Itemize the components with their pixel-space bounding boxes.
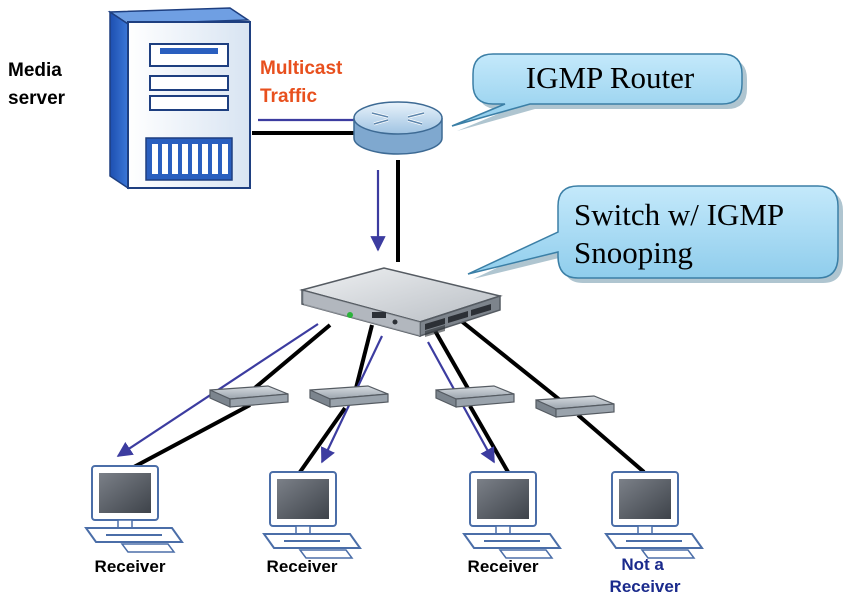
media-server-label: Media server xyxy=(8,60,67,109)
switch-hub1-link xyxy=(248,323,332,394)
switch-hub2-link xyxy=(353,324,374,393)
hub2-pc2-link xyxy=(298,406,347,474)
hub-icon xyxy=(435,385,515,408)
not-receiver-label: Not a Receiver xyxy=(610,555,681,596)
hub4-pc4-link xyxy=(576,413,646,474)
multicast-traffic-label: Multicast Traffic xyxy=(260,58,348,107)
multicast-traffic-line-2: Traffic xyxy=(260,86,317,107)
igmp-router-label: IGMP Router xyxy=(526,60,695,95)
switch-snooping-label: Switch w/ IGMP Snooping xyxy=(574,197,791,270)
media-server-line-1: Media xyxy=(8,60,62,81)
receiver-label-2: Receiver xyxy=(267,557,338,576)
switch-snooping-line-1: Switch w/ IGMP xyxy=(574,197,783,232)
not-receiver-line-1: Not a xyxy=(621,555,664,574)
switch-hub4-link xyxy=(458,318,562,402)
connection-lines xyxy=(131,131,646,474)
receiver-label-3: Receiver xyxy=(468,557,539,576)
desktop-computer-icon xyxy=(262,471,362,559)
desktop-computer-icon xyxy=(84,465,184,553)
media-server-line-2: server xyxy=(8,88,66,109)
hub-icon xyxy=(309,385,389,408)
igmp-router-callout: IGMP Router xyxy=(451,53,747,131)
tower-server-icon xyxy=(107,7,251,190)
hub1-pc1-link xyxy=(131,403,251,470)
desktop-computer-icon xyxy=(604,471,704,559)
not-receiver-line-2: Receiver xyxy=(610,577,681,596)
receiver-label-1: Receiver xyxy=(95,557,166,576)
router-icon xyxy=(353,101,443,155)
hub-icon xyxy=(209,385,289,408)
hub3-pc3-link xyxy=(468,405,510,473)
switch-hub3-link xyxy=(428,321,472,393)
desktop-computer-icon xyxy=(462,471,562,559)
network-switch-icon xyxy=(299,267,503,338)
hub-icon xyxy=(535,395,615,418)
multicast-traffic-line-1: Multicast xyxy=(260,58,343,79)
switch-snooping-line-2: Snooping xyxy=(574,235,693,270)
switch-snooping-callout: Switch w/ IGMP Snooping xyxy=(467,185,843,283)
